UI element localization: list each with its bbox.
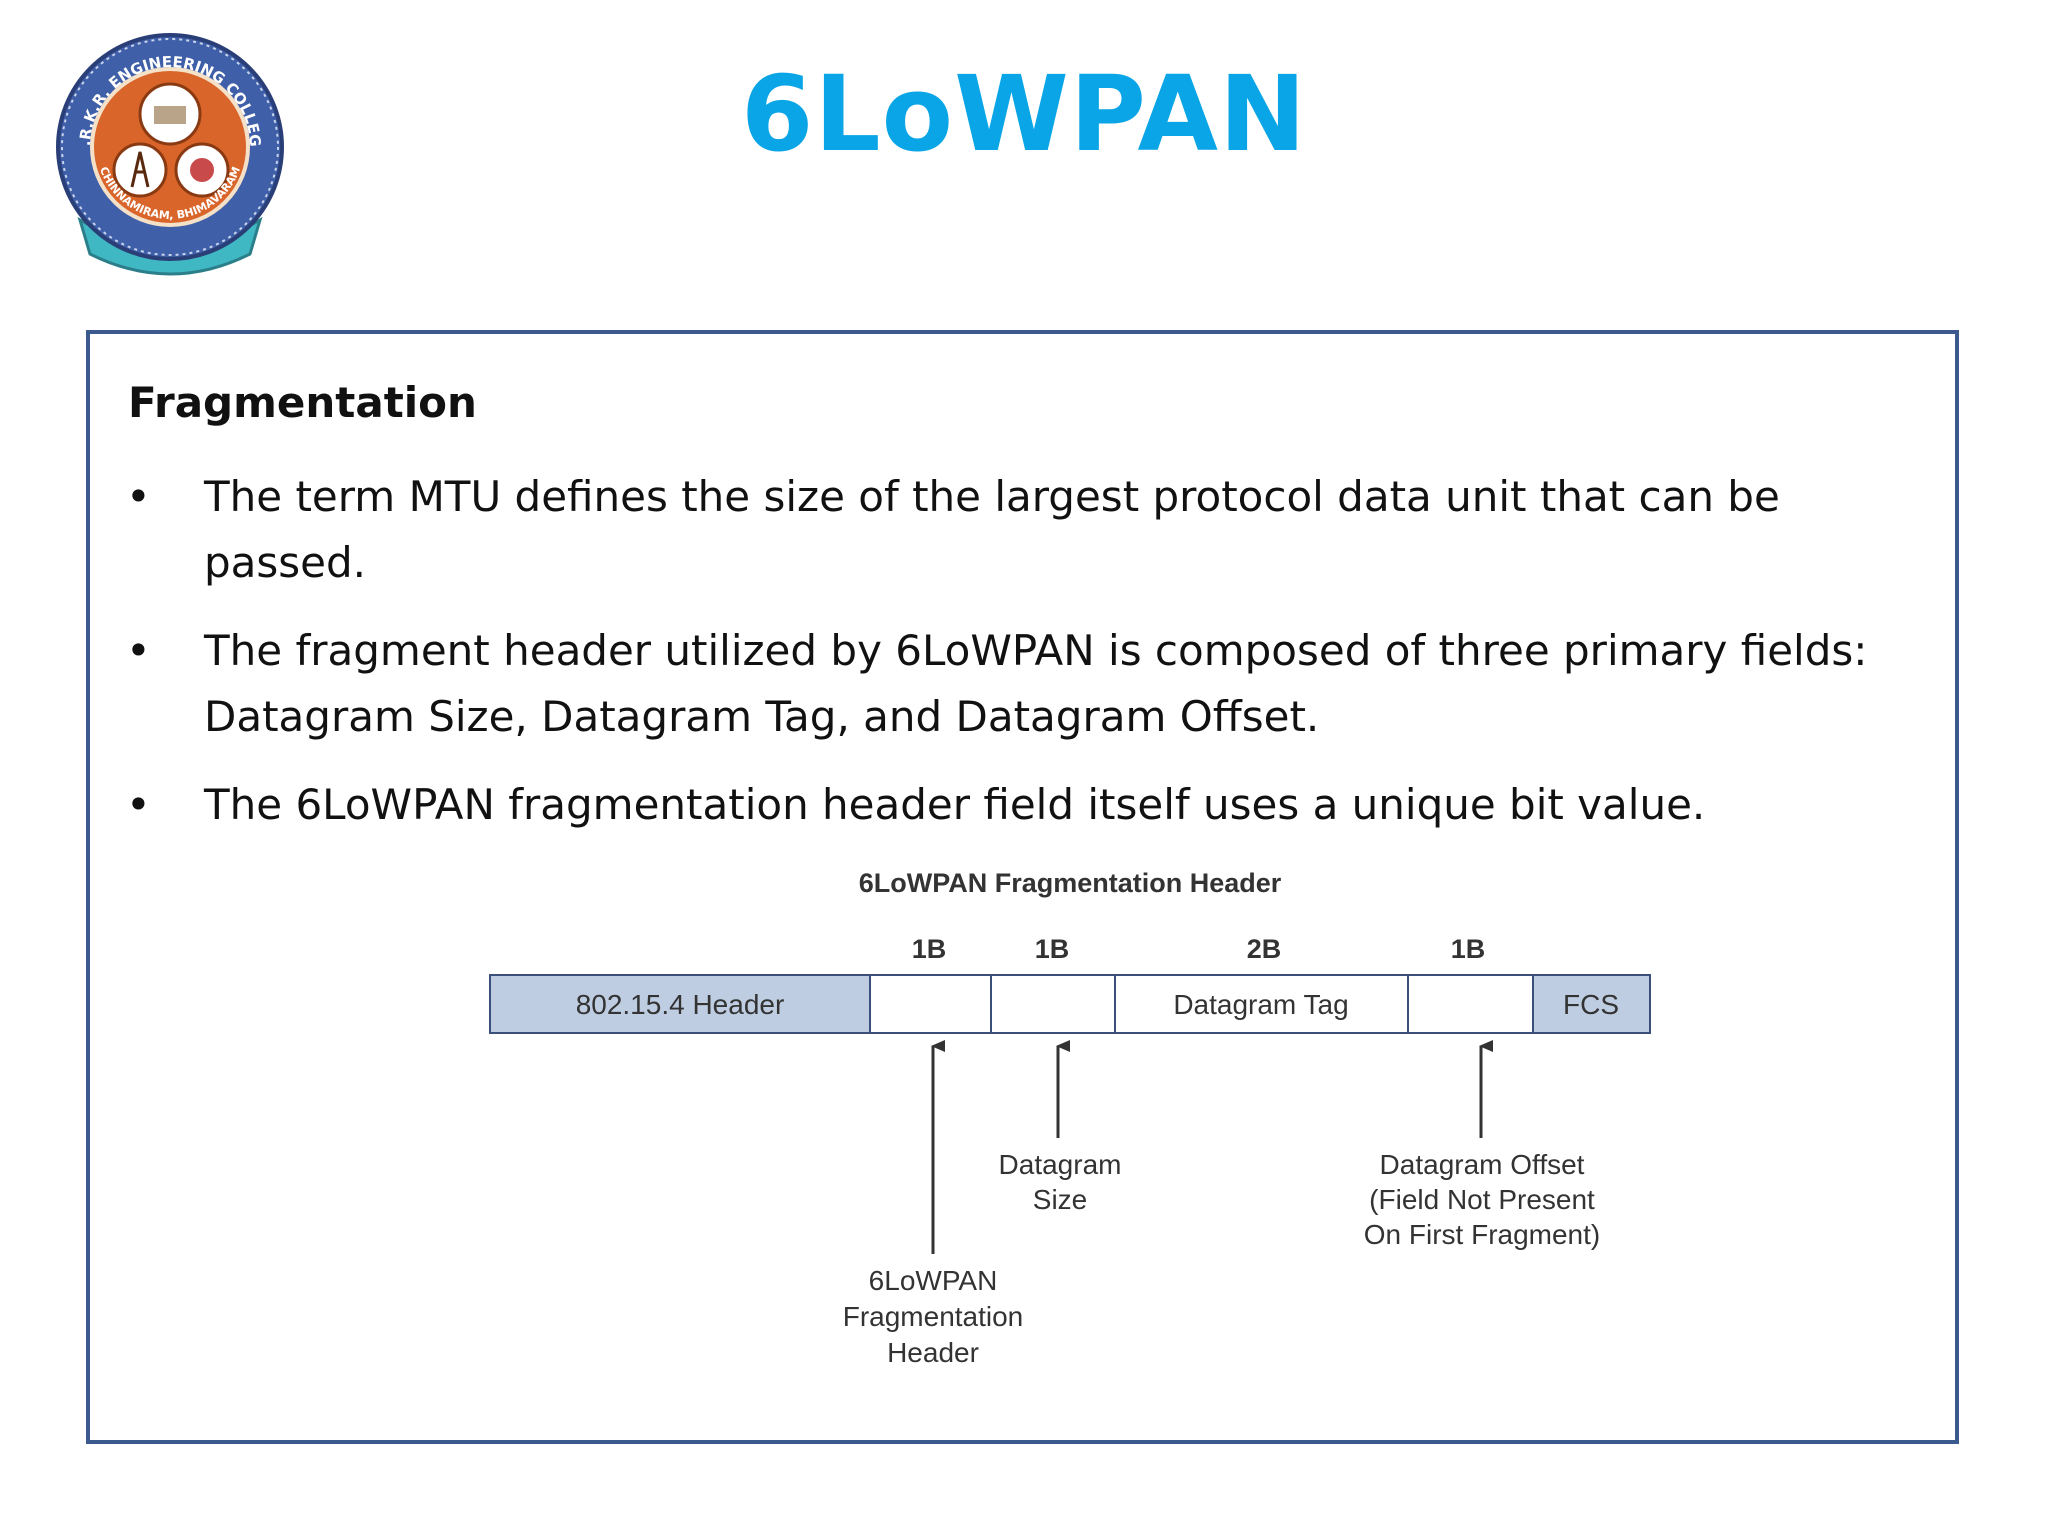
callout-datagram-offset-line1: Datagram Offset: [1380, 1149, 1585, 1180]
field-fcs: [1532, 974, 1651, 1034]
callout-frag-header-line3: Header: [887, 1337, 979, 1368]
size-label-datagram-offset: 1B: [1451, 934, 1486, 964]
bullet-icon: •: [126, 626, 151, 675]
content-panel: Fragmentation • The term MTU defines the…: [86, 330, 1959, 1444]
field-label-fcs: FCS: [1563, 989, 1619, 1020]
field-datagram-tag: [1114, 974, 1409, 1034]
size-label-frag-header: 1B: [912, 934, 947, 964]
list-item: • The term MTU defines the size of the l…: [126, 464, 1926, 596]
callout-datagram-size-line1: Datagram: [999, 1149, 1122, 1180]
callout-frag-header-line2: Fragmentation: [843, 1301, 1024, 1332]
field-label-802154-header: 802.15.4 Header: [576, 989, 785, 1020]
callout-frag-header-line1: 6LoWPAN: [869, 1265, 998, 1296]
bullet-list: • The term MTU defines the size of the l…: [126, 464, 1926, 860]
diagram-title: 6LoWPAN Fragmentation Header: [859, 868, 1282, 898]
field-datagram-size: [990, 974, 1116, 1034]
bullet-text: The fragment header utilized by 6LoWPAN …: [204, 626, 1868, 741]
list-item: • The fragment header utilized by 6LoWPA…: [126, 618, 1926, 750]
callout-datagram-offset-line3: On First Fragment): [1364, 1219, 1600, 1250]
page-title: 6LoWPAN: [741, 53, 1307, 175]
size-label-datagram-tag: 2B: [1247, 934, 1282, 964]
college-logo: S.R.K.R. ENGINEERING COLLEGE CHINNAMIRAM…: [45, 8, 290, 280]
fragmentation-header-diagram: 6LoWPAN Fragmentation Header 1B 1B 2B 1B…: [489, 868, 1651, 1368]
college-seal-icon: S.R.K.R. ENGINEERING COLLEGE CHINNAMIRAM…: [45, 8, 284, 276]
list-item: • The 6LoWPAN fragmentation header field…: [126, 772, 1926, 838]
field-label-datagram-tag: Datagram Tag: [1173, 989, 1348, 1020]
field-datagram-offset: [1407, 974, 1534, 1034]
callout-datagram-size-line2: Size: [1033, 1184, 1087, 1215]
section-heading: Fragmentation: [128, 378, 477, 427]
bullet-icon: •: [126, 780, 151, 829]
bullet-text: The 6LoWPAN fragmentation header field i…: [204, 780, 1706, 829]
size-label-datagram-size: 1B: [1035, 934, 1070, 964]
field-frag-header: [869, 974, 992, 1034]
bullet-text: The term MTU defines the size of the lar…: [204, 472, 1780, 587]
bullet-icon: •: [126, 472, 151, 521]
field-802154-header: [489, 974, 871, 1034]
callout-datagram-offset-line2: (Field Not Present: [1369, 1184, 1595, 1215]
